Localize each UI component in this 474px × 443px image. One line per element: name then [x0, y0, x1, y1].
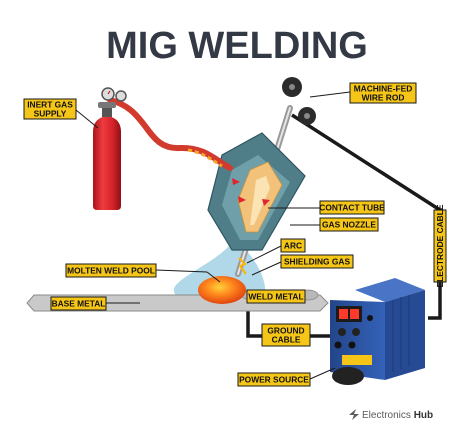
label-text: SUPPLY — [34, 109, 67, 119]
label-text: POWER SOURCE — [239, 375, 309, 385]
label-shielding-gas: SHIELDING GAS — [280, 254, 354, 269]
brand-logo-icon — [349, 409, 359, 420]
label-text: BASE METAL — [52, 299, 106, 309]
gas-cylinder-icon — [93, 102, 121, 210]
pressure-gauge-icon — [101, 87, 127, 102]
label-text: MACHINE-FED — [354, 84, 413, 94]
leader-lines — [75, 91, 351, 304]
label-molten-weld-pool: MOLTEN WELD POOL — [65, 263, 157, 278]
power-source-icon — [330, 278, 425, 385]
label-machine-fed-wire-rod: MACHINE-FED WIRE ROD — [349, 82, 417, 104]
label-arc: ARC — [280, 238, 306, 253]
page-title: MIG WELDING — [106, 25, 368, 67]
label-electrode-cable: ELECTRODE CABLE — [433, 204, 447, 287]
brand-name: Electronics Hub — [362, 410, 433, 421]
gas-hose — [107, 97, 233, 171]
label-weld-metal: WELD METAL — [246, 289, 306, 304]
label-text: GROUND — [267, 326, 304, 336]
label-ground-cable: GROUND CABLE — [261, 323, 311, 347]
welding-torch-icon — [207, 132, 306, 251]
arc-spark — [238, 257, 247, 275]
label-contact-tube: CONTACT TUBE — [319, 200, 385, 215]
label-base-metal: BASE METAL — [50, 296, 107, 311]
label-text: INERT GAS — [27, 100, 73, 110]
label-text: CABLE — [272, 335, 301, 345]
label-power-source: POWER SOURCE — [237, 372, 311, 387]
label-gas-nozzle: GAS NOZZLE — [319, 217, 379, 232]
label-text: WIRE ROD — [362, 93, 405, 103]
molten-weld-pool — [198, 276, 246, 304]
label-text: ARC — [284, 241, 302, 251]
label-text: ELECTRODE CABLE — [435, 204, 445, 287]
label-text: MOLTEN WELD POOL — [67, 266, 155, 276]
label-text: CONTACT TUBE — [319, 203, 385, 213]
label-text: SHIELDING GAS — [284, 257, 350, 267]
label-text: WELD METAL — [248, 292, 303, 302]
label-text: GAS NOZZLE — [322, 220, 376, 230]
wire-rollers-icon — [282, 77, 316, 125]
label-inert-gas-supply: INERT GAS SUPPLY — [23, 98, 77, 120]
